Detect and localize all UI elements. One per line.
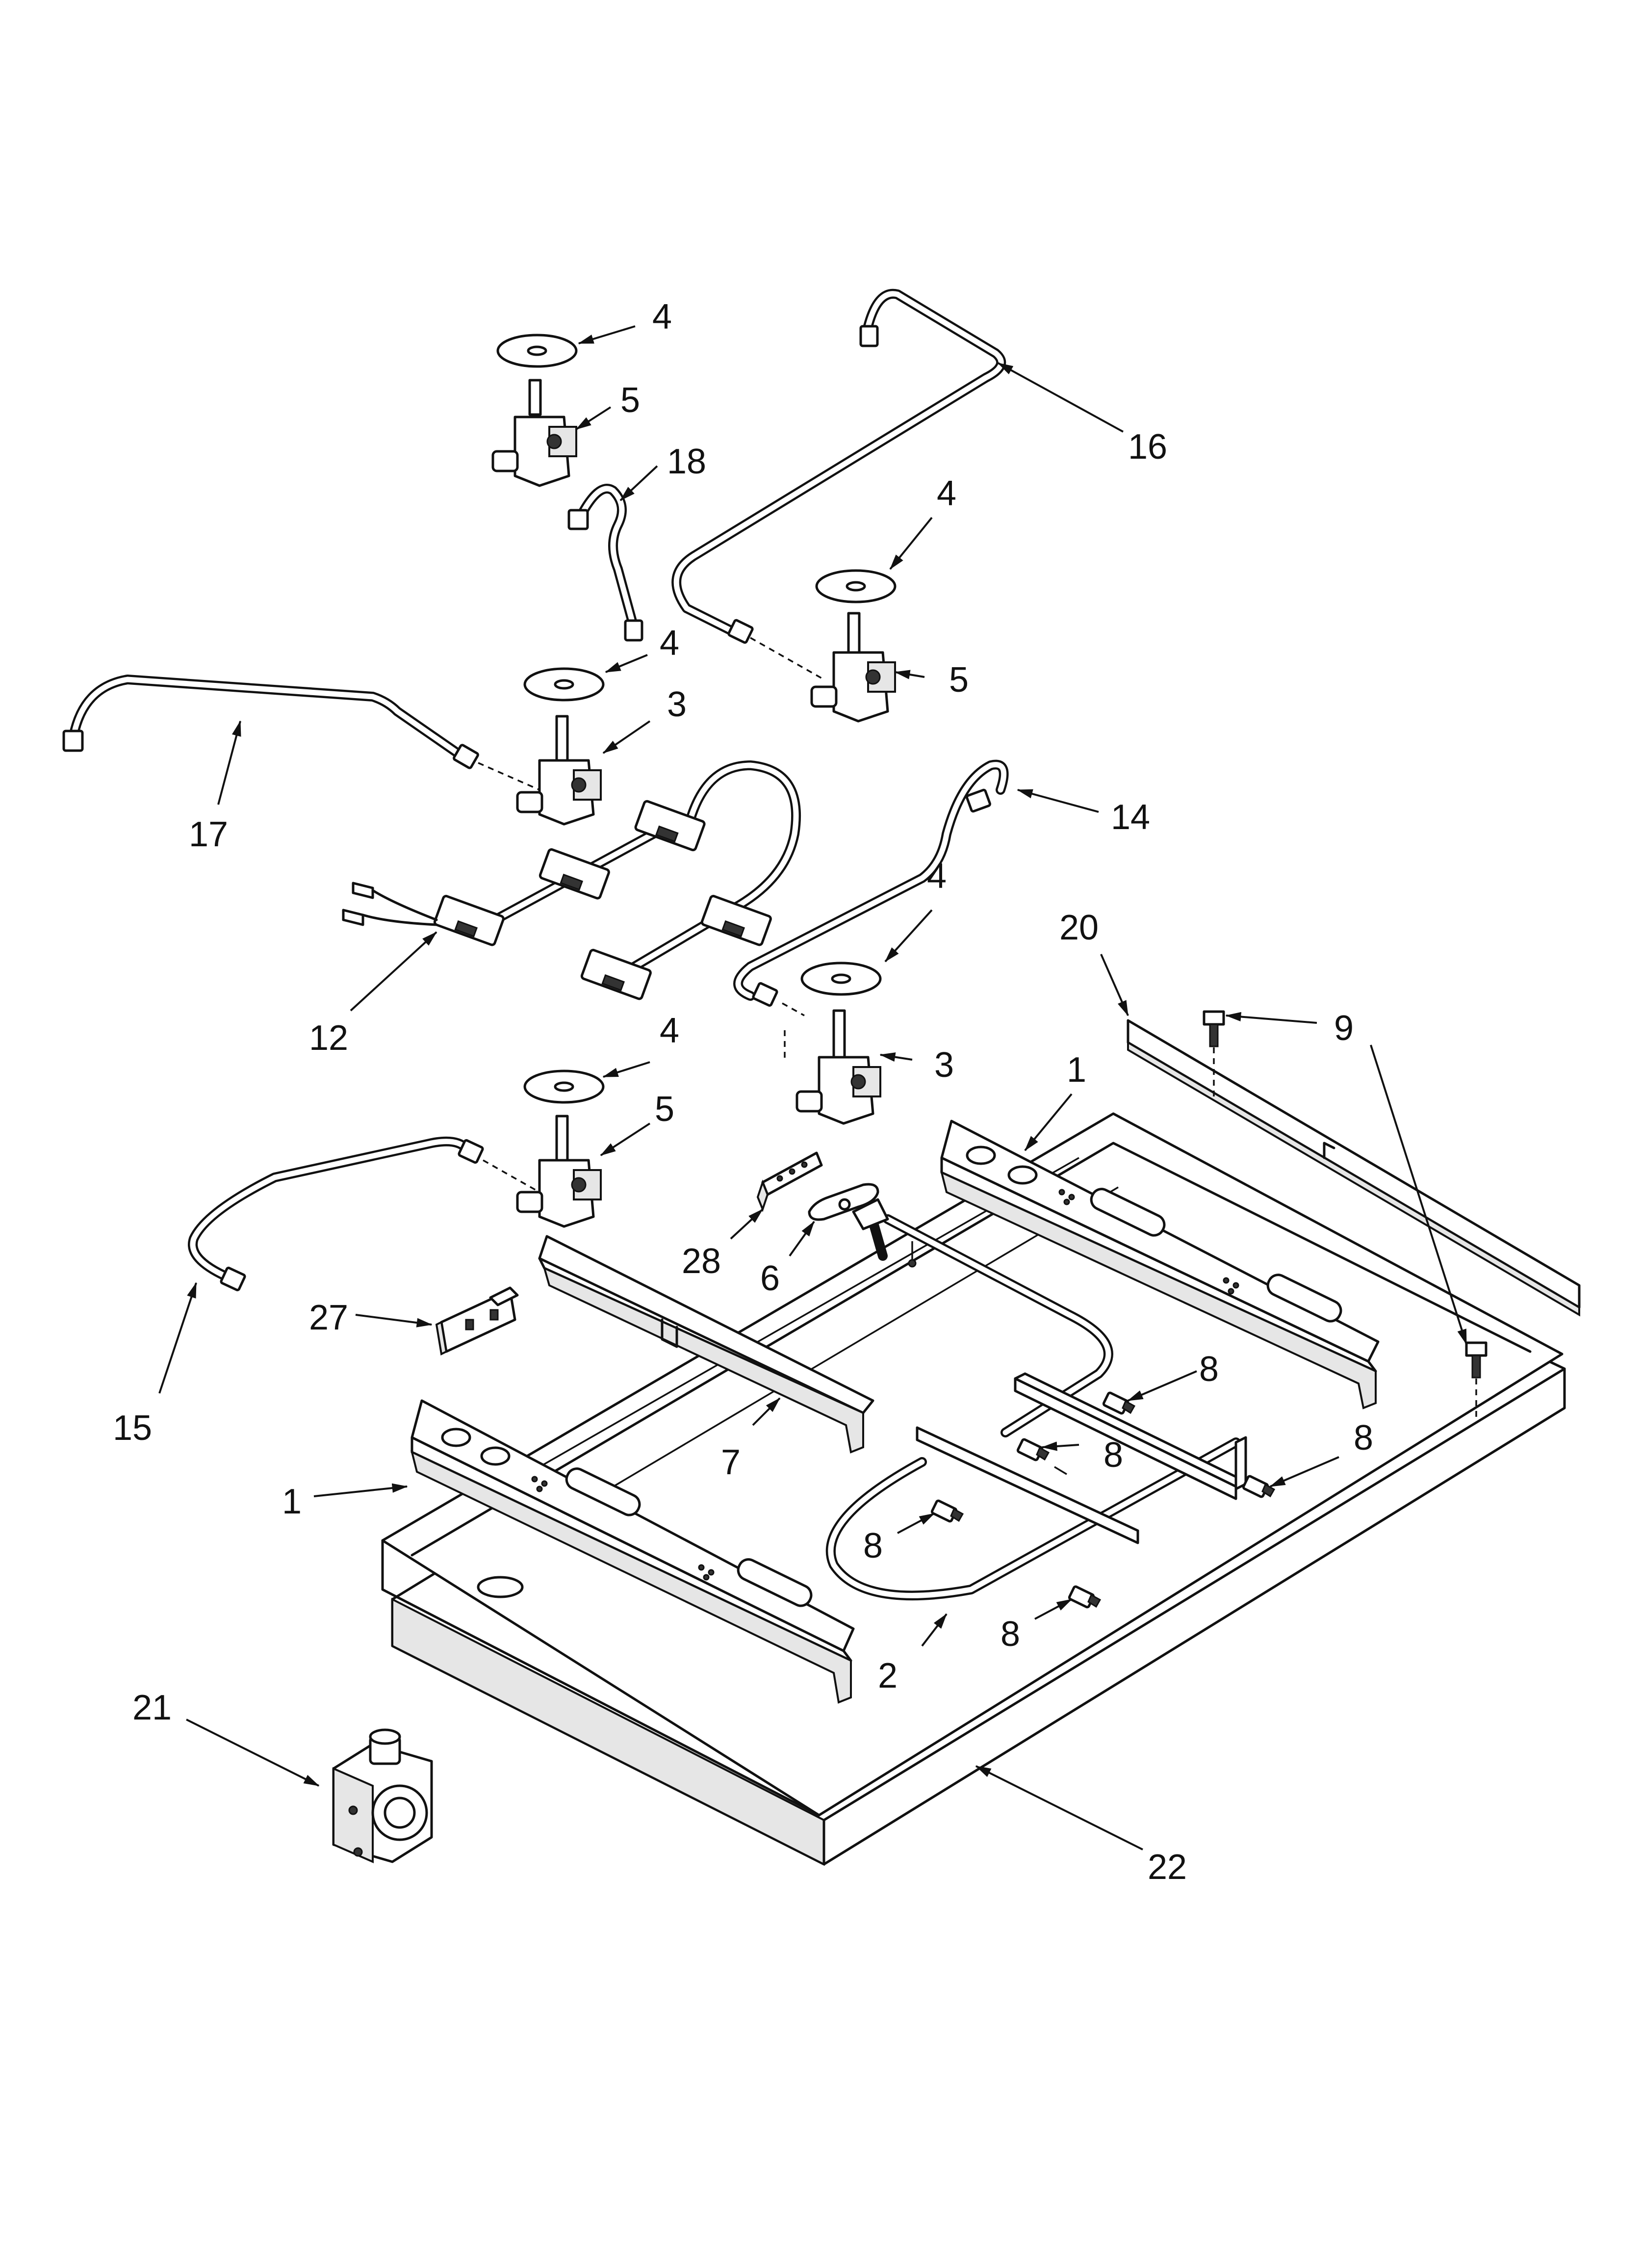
callout-6: 6 — [760, 1259, 780, 1298]
callout-1: 1 — [1067, 1050, 1086, 1090]
valve-3-right — [795, 962, 882, 1125]
callout-8: 8 — [1354, 1418, 1373, 1458]
screws-8 — [930, 1391, 1276, 1609]
u-burner-frame — [825, 1198, 1247, 1601]
callout-20: 20 — [1059, 908, 1099, 947]
callout-4: 4 — [660, 1011, 679, 1050]
rear-trim-rail — [1127, 1019, 1581, 1317]
gas-tube-18 — [567, 484, 643, 642]
callout-27: 27 — [309, 1298, 348, 1337]
callout-15: 15 — [113, 1408, 152, 1448]
callout-3: 3 — [667, 685, 687, 724]
callout-5: 5 — [949, 660, 969, 700]
callout-17: 17 — [189, 815, 228, 854]
callout-4: 4 — [652, 297, 672, 337]
gas-tube-15 — [188, 1136, 540, 1292]
callout-8: 8 — [1199, 1350, 1219, 1389]
gas-tube-17 — [62, 675, 540, 791]
callout-8: 8 — [1103, 1435, 1123, 1475]
screws-9 — [1203, 1010, 1488, 1423]
callout-1: 1 — [282, 1482, 302, 1521]
callout-2: 2 — [878, 1656, 898, 1695]
bracket-28 — [756, 1151, 823, 1212]
callout-21: 21 — [132, 1688, 172, 1727]
leader-lines — [158, 325, 1467, 1851]
callout-labels: 4 5 18 16 4 5 4 3 17 14 4 12 20 9 1 3 4 … — [113, 297, 1373, 1887]
callout-5: 5 — [655, 1090, 674, 1129]
callout-4: 4 — [660, 624, 679, 663]
callout-18: 18 — [667, 442, 706, 481]
callout-12: 12 — [309, 1018, 348, 1058]
callout-28: 28 — [682, 1242, 721, 1281]
igniter-harness-12 — [342, 760, 801, 1000]
callout-14: 14 — [1111, 798, 1150, 837]
callout-8: 8 — [863, 1526, 883, 1565]
terminal-block-27 — [435, 1286, 519, 1356]
center-support-channel — [538, 1235, 874, 1454]
callout-22: 22 — [1148, 1848, 1187, 1887]
callout-4: 4 — [937, 474, 956, 513]
callout-9: 9 — [1334, 1009, 1354, 1048]
burner-bracket-right — [940, 1120, 1380, 1409]
valve-5-top — [491, 334, 578, 487]
valve-5-right — [810, 569, 897, 723]
gas-tube-14 — [733, 759, 1009, 1060]
spacer-6 — [808, 1183, 879, 1221]
callout-7: 7 — [721, 1443, 741, 1482]
callout-3: 3 — [934, 1045, 954, 1085]
callout-4: 4 — [927, 857, 947, 896]
burner-bracket-left — [410, 1399, 855, 1704]
valve-5-bottom — [516, 1069, 605, 1228]
callout-8: 8 — [1001, 1615, 1020, 1654]
pressure-regulator-21 — [332, 1728, 433, 1864]
callout-16: 16 — [1128, 427, 1167, 467]
callout-5: 5 — [620, 381, 640, 420]
valve-3-left — [516, 667, 605, 826]
